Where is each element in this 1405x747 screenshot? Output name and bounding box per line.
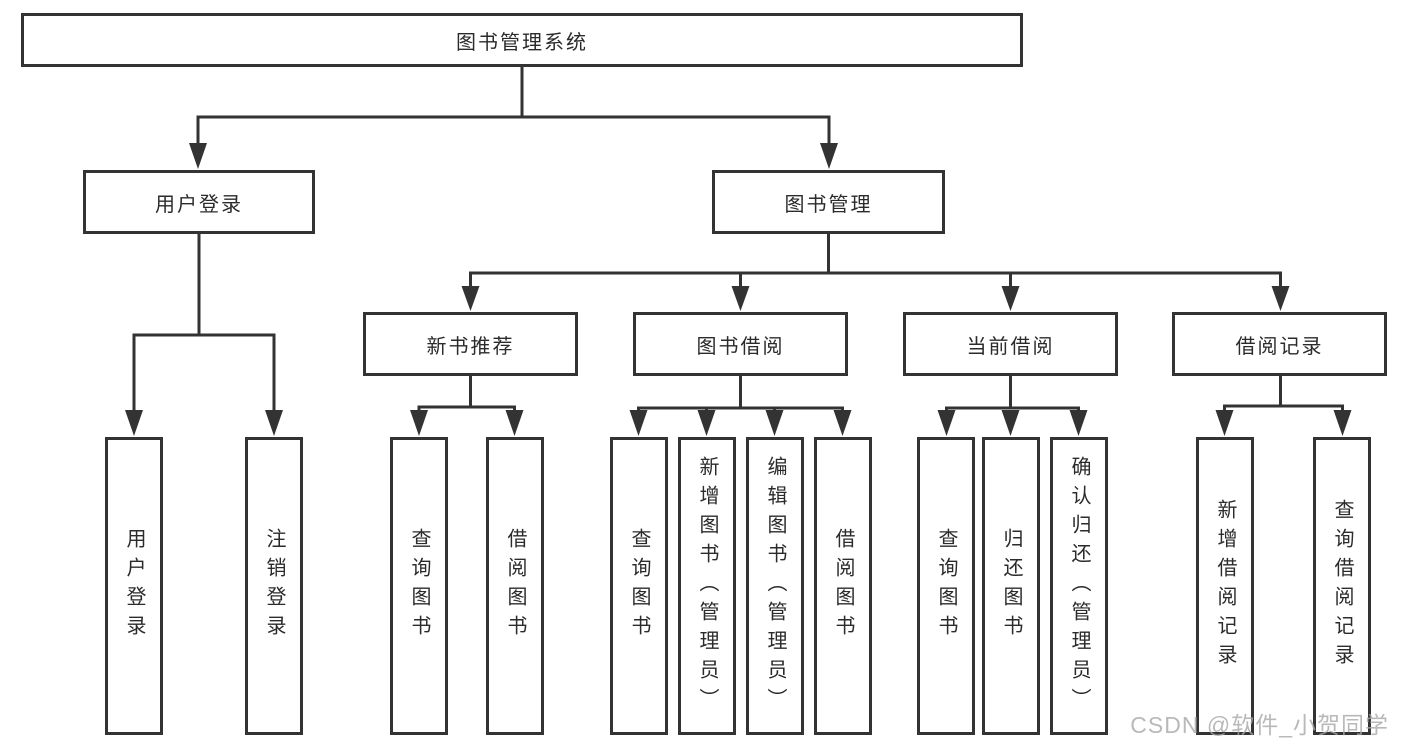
- leaf-add-borrow-record: 新增借阅记录: [1196, 437, 1254, 735]
- leaf-query-borrow-record: 查询借阅记录: [1313, 437, 1371, 735]
- node-label: 当前借阅: [966, 335, 1055, 358]
- leaf-label: 借阅图书: [504, 528, 526, 644]
- leaf-label: 新增图书（管理员）: [696, 455, 718, 717]
- csdn-watermark: CSDN @软件_小贺同学: [1130, 712, 1389, 738]
- leaf-label: 查询借阅记录: [1331, 499, 1353, 673]
- node-current-borrow: 当前借阅: [903, 312, 1118, 376]
- node-label: 用户登录: [155, 193, 243, 216]
- node-new-book-recommend: 新书推荐: [363, 312, 578, 376]
- leaf-query-books-current: 查询图书: [917, 437, 975, 735]
- node-user-login: 用户登录: [83, 170, 315, 234]
- node-label: 借阅记录: [1235, 335, 1324, 358]
- leaf-label: 查询图书: [935, 528, 957, 644]
- leaf-label: 用户登录: [123, 528, 145, 644]
- leaf-return-book: 归还图书: [982, 437, 1040, 735]
- node-label: 图书管理: [784, 193, 873, 216]
- node-library-management-system: 图书管理系统: [21, 13, 1023, 67]
- leaf-confirm-return-admin: 确认归还（管理员）: [1050, 437, 1108, 735]
- leaf-add-book-admin: 新增图书（管理员）: [678, 437, 736, 735]
- node-label: 图书管理系统: [456, 31, 588, 54]
- node-book-management: 图书管理: [712, 170, 945, 234]
- leaf-label: 查询图书: [628, 528, 650, 644]
- leaf-label: 归还图书: [1000, 528, 1022, 644]
- leaf-label: 查询图书: [408, 528, 430, 644]
- node-label: 图书借阅: [696, 335, 785, 358]
- leaf-query-books-borrow: 查询图书: [610, 437, 668, 735]
- leaf-label: 新增借阅记录: [1214, 499, 1236, 673]
- leaf-edit-book-admin: 编辑图书（管理员）: [746, 437, 804, 735]
- leaf-label: 确认归还（管理员）: [1068, 455, 1090, 717]
- leaf-borrow-books-recommend: 借阅图书: [486, 437, 544, 735]
- node-borrow-records: 借阅记录: [1172, 312, 1387, 376]
- leaf-borrow-books: 借阅图书: [814, 437, 872, 735]
- leaf-query-books-recommend: 查询图书: [390, 437, 448, 735]
- leaf-user-login: 用户登录: [105, 437, 163, 735]
- leaf-label: 借阅图书: [832, 528, 854, 644]
- node-book-borrow: 图书借阅: [633, 312, 848, 376]
- leaf-logout: 注销登录: [245, 437, 303, 735]
- leaf-label: 编辑图书（管理员）: [764, 455, 786, 717]
- node-label: 新书推荐: [426, 335, 515, 358]
- leaf-label: 注销登录: [263, 528, 285, 644]
